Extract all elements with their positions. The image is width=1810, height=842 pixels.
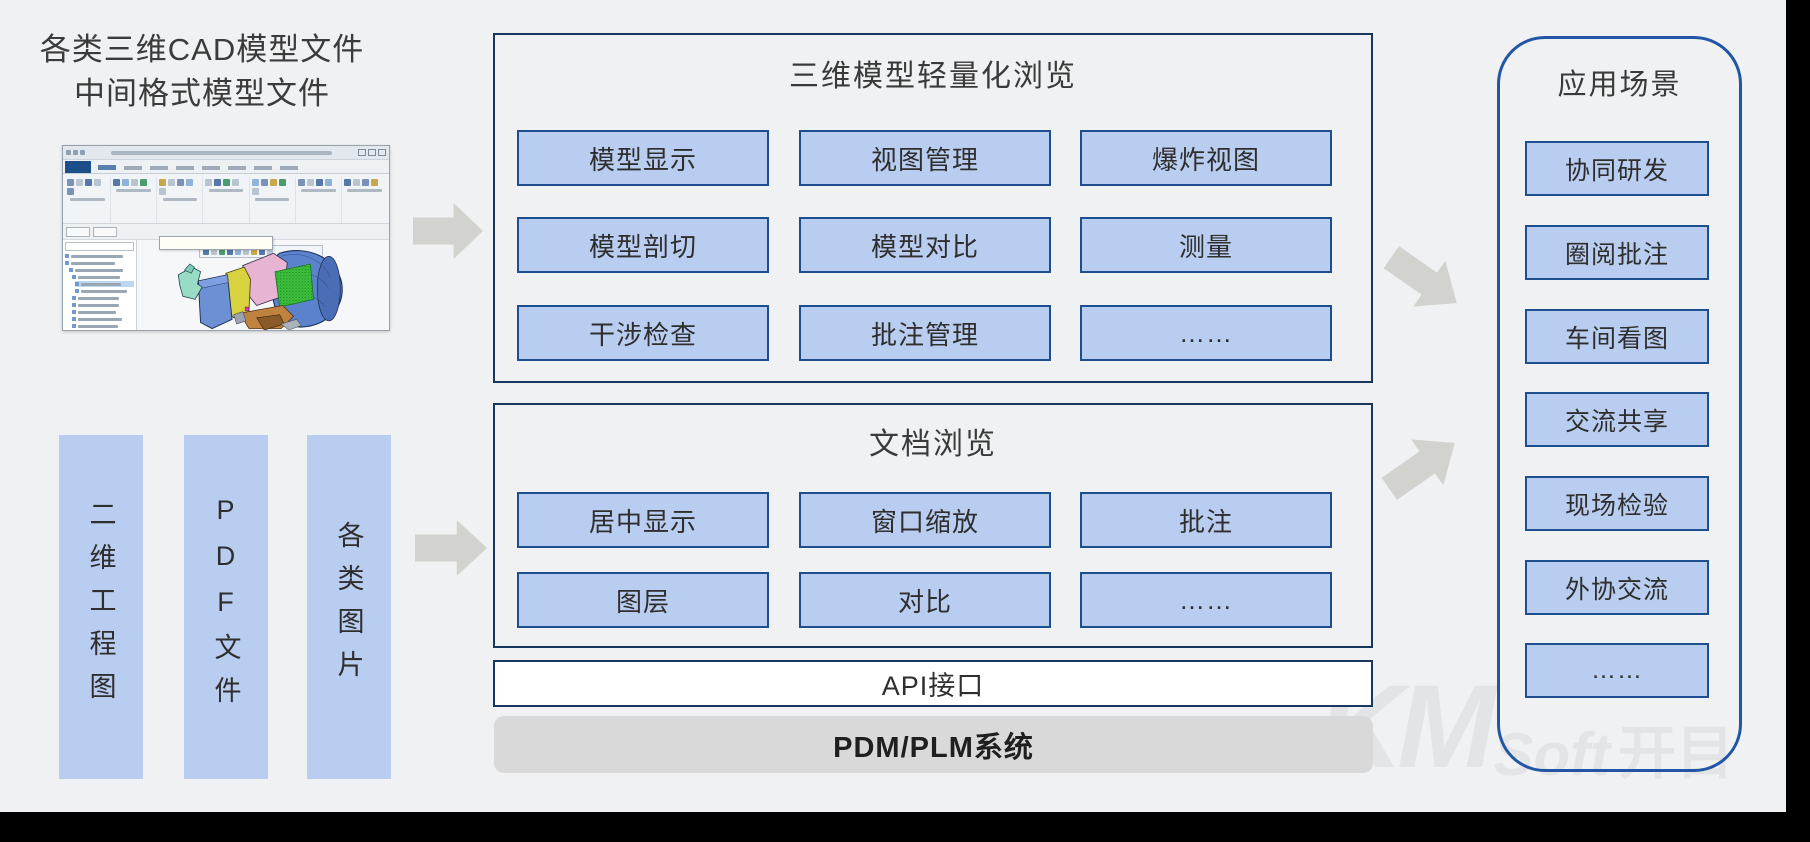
scenario-item-external-exchange: 外协交流 [1525, 560, 1709, 615]
scenario-item-shopfloor-viewing: 车间看图 [1525, 309, 1709, 364]
cad-ribbon [63, 174, 389, 224]
arrow-up-right-icon [1373, 420, 1471, 512]
feature-item-more: …… [1080, 572, 1332, 628]
feature-item-model-section: 模型剖切 [517, 217, 769, 273]
feature-item-model-compare: 模型对比 [799, 217, 1051, 273]
pdm-plm-layer: PDM/PLM系统 [494, 716, 1373, 773]
doc-browse-title: 文档浏览 [869, 428, 997, 461]
api-layer: API接口 [493, 660, 1373, 707]
api-layer-label: API接口 [881, 671, 985, 701]
scenario-item-collaborative-rd: 协同研发 [1525, 141, 1709, 196]
letterbox-bottom [0, 812, 1810, 842]
model-browse-title: 三维模型轻量化浏览 [789, 60, 1077, 93]
letterbox-right [1786, 0, 1810, 842]
doc-browse-section: 文档浏览 居中显示 窗口缩放 批注 图层 对比 …… [493, 403, 1373, 648]
feature-item-annotation-manage: 批注管理 [799, 305, 1051, 361]
feature-item-model-display: 模型显示 [517, 130, 769, 186]
input-bar-images: 各类图片 [307, 435, 391, 779]
feature-item-center-display: 居中显示 [517, 492, 769, 548]
scenario-item-review-annotate: 圈阅批注 [1525, 225, 1709, 280]
cad-file-tab [65, 161, 91, 173]
arrow-right-icon [415, 520, 487, 576]
scenario-item-more: …… [1525, 643, 1709, 698]
arrow-right-icon [413, 203, 483, 259]
cad-model-tree [63, 240, 137, 330]
cad-3d-viewport [137, 240, 389, 330]
cad-3d-model [177, 250, 343, 330]
source-files-title-line1: 各类三维CAD模型文件 [39, 32, 365, 67]
feature-item-view-manage: 视图管理 [799, 130, 1051, 186]
cad-ribbon-tabs [63, 160, 389, 174]
feature-item-measure: 测量 [1080, 217, 1332, 273]
model-browse-section: 三维模型轻量化浏览 模型显示 视图管理 爆炸视图 模型剖切 模型对比 测量 干涉… [493, 33, 1373, 383]
feature-item-more: …… [1080, 305, 1332, 361]
pdm-plm-label: PDM/PLM系统 [833, 731, 1034, 764]
cad-toolbar-row [63, 224, 389, 250]
feature-item-interference-check: 干涉检查 [517, 305, 769, 361]
cad-screenshot [62, 145, 390, 331]
source-files-title-line2: 中间格式模型文件 [74, 76, 330, 111]
scenario-item-onsite-inspection: 现场检验 [1525, 476, 1709, 531]
scenario-item-exchange-share: 交流共享 [1525, 392, 1709, 447]
feature-item-layers: 图层 [517, 572, 769, 628]
arrow-down-right-icon [1375, 234, 1473, 326]
feature-item-compare: 对比 [799, 572, 1051, 628]
feature-item-explode-view: 爆炸视图 [1080, 130, 1332, 186]
source-files-title: 各类三维CAD模型文件 中间格式模型文件 [12, 28, 392, 116]
input-bar-2d-drawing: 二维工程图 [59, 435, 143, 779]
cad-tooltip [159, 236, 273, 250]
scenarios-panel: 应用场景 协同研发 圈阅批注 车间看图 交流共享 现场检验 外协交流 …… [1497, 36, 1742, 772]
scenarios-title: 应用场景 [1557, 69, 1682, 101]
feature-item-window-zoom: 窗口缩放 [799, 492, 1051, 548]
feature-item-annotate: 批注 [1080, 492, 1332, 548]
cad-titlebar [63, 146, 389, 160]
input-bar-pdf: PDF文件 [184, 435, 268, 779]
